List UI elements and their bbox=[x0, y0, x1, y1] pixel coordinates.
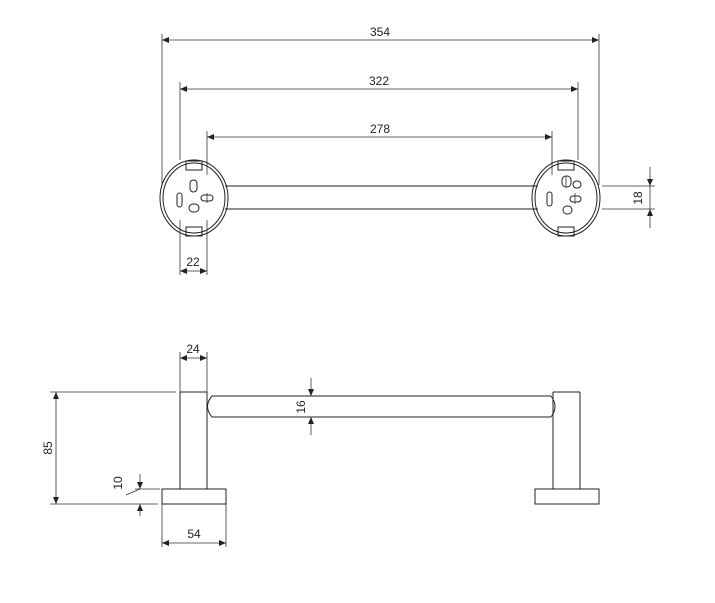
dim-base-width: 22 bbox=[186, 255, 200, 269]
dim-fixing-centres: 322 bbox=[369, 74, 389, 88]
side-view: 24 85 16 10 54 bbox=[41, 342, 600, 547]
top-view: 354 322 278 bbox=[159, 25, 655, 275]
right-rosette bbox=[531, 159, 601, 237]
dim-base-diameter: 54 bbox=[187, 527, 201, 541]
dim-post-width: 24 bbox=[186, 342, 200, 356]
dim-overall-length: 354 bbox=[370, 25, 390, 39]
left-rosette bbox=[159, 159, 229, 237]
dim-bar-inner-length: 278 bbox=[370, 122, 390, 136]
dim-bar-diameter-top: 18 bbox=[631, 191, 645, 205]
dim-height: 85 bbox=[41, 441, 55, 455]
dim-bar-diameter-side: 16 bbox=[294, 400, 308, 414]
dim-base-thickness: 10 bbox=[111, 476, 125, 490]
